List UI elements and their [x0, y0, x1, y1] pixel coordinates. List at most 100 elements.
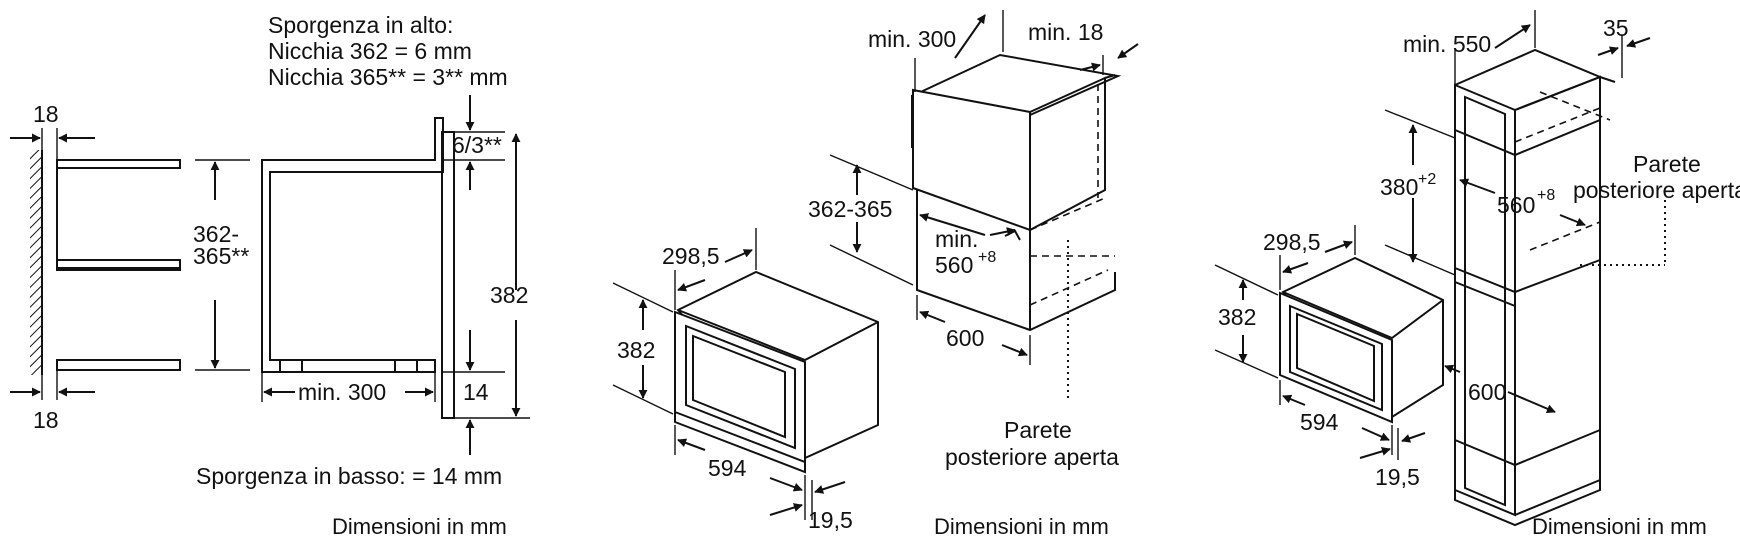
cabinet-front-panel [912, 88, 1031, 232]
oven-top-edge-p3 [1282, 291, 1444, 340]
oven-top-edge-p2 [677, 309, 879, 362]
dim-min18-arrow-right [1117, 43, 1139, 59]
dim-560-arrow-left [919, 213, 986, 236]
shelf-1 [1454, 119, 1601, 157]
bottom-overhang-text: Sporgenza in basso: = 14 mm [196, 463, 502, 489]
dim-382-ext-bottom-p3 [1214, 349, 1279, 379]
top-overhang-title: Sporgenza in alto: [268, 12, 453, 38]
caption-panel2: Dimensioni in mm [934, 514, 1109, 539]
dim-min300-label: min. 300 [298, 379, 386, 405]
dim-18-top-label: 18 [33, 101, 59, 127]
dim-380-ext-top [1384, 109, 1456, 139]
dim-35-arrow-left [1597, 46, 1619, 56]
dim-362-365-label: 362-365 [808, 196, 892, 222]
niche-middle-board [56, 259, 181, 271]
dim-min300-label-p2: min. 300 [868, 26, 956, 52]
dim-382-ext-bottom-p2 [612, 384, 674, 415]
dim-560-label-p3: 560 [1497, 192, 1535, 218]
dim-594-label-p2: 594 [708, 455, 747, 481]
dim-382-label-p2: 382 [617, 337, 655, 363]
oven-window-p3 [1296, 312, 1375, 403]
dim-600-arrow-right [1001, 344, 1028, 357]
dim-594-arrow-right-p3 [1361, 427, 1390, 441]
oven-front-panel [441, 131, 455, 419]
dim-min560-sup: +8 [978, 249, 996, 266]
oven-foot-left [279, 359, 303, 373]
oven-window-p2 [692, 334, 786, 439]
oven-front-p3 [1279, 291, 1393, 424]
cabinet-top-face [911, 53, 1122, 116]
dim-362-label-a: 362- [193, 221, 239, 247]
shelf-2 [1454, 259, 1601, 294]
top-overhang-niche-362: Nicchia 362 = 6 mm [268, 38, 472, 64]
caption-panel3: Dimensioni in mm [1532, 514, 1707, 539]
dim-594-arrow-right [769, 477, 803, 492]
panel-tall-unit: min. 550 35 380 +2 560 +8 Parete posteri… [1214, 10, 1740, 539]
dim-560-arrow-right [989, 227, 1016, 237]
dim-594-arrow-left [677, 438, 706, 451]
dim-35-arrow-right [1626, 37, 1651, 48]
dim-19-5-label-p3: 19,5 [1375, 464, 1420, 490]
panel-wall-unit: min. 300 min. 18 362-365 min. 560 +8 600… [612, 10, 1139, 539]
dim-min300-arrow [954, 14, 986, 59]
dim-19-5-label-p2: 19,5 [808, 507, 853, 533]
niche-bottom-board [56, 359, 181, 371]
dim-19-5-arrow-left-p3 [1359, 447, 1391, 459]
back-wall-line1-p3: Parete [1633, 151, 1701, 177]
tall-cabinet-edge [1599, 76, 1616, 83]
dim-14-label: 14 [463, 379, 489, 405]
dim-382-ext-top-p3 [1214, 264, 1279, 296]
dim-380-label: 380 [1380, 174, 1418, 200]
dim-min18-arrow-left [1079, 62, 1101, 72]
dim-594-arrow-left-p3 [1282, 394, 1306, 406]
dim-6-3-label: 6/3** [452, 132, 502, 158]
dim-19-5-arrow-left [769, 503, 803, 516]
dim-298-5-label-p2: 298,5 [662, 243, 720, 269]
dim-min550-label: min. 550 [1403, 31, 1491, 57]
dim-382-ext-top-p2 [612, 282, 674, 313]
dim-560-sup-p3: +8 [1537, 187, 1555, 204]
dim-362-ext-bottom-p2 [829, 244, 914, 286]
tall-cabinet-side [1514, 75, 1601, 516]
panel-section-view: Sporgenza in alto: Nicchia 362 = 6 mm Ni… [10, 12, 530, 539]
cabinet-right-side [1029, 76, 1106, 231]
back-wall-line2-p2: posteriore aperta [945, 444, 1119, 470]
dim-298-5-label-p3: 298,5 [1263, 229, 1321, 255]
dim-600-arrow-right-p3 [1507, 391, 1556, 413]
niche-top-board [56, 159, 181, 169]
niche-dashed-inner [1029, 255, 1115, 306]
top-overhang-niche-365: Nicchia 365** = 3** mm [268, 64, 508, 90]
oven-door-frame-p3 [1289, 304, 1383, 412]
dim-362-label-b: 365** [193, 243, 249, 269]
dim-298-arrow-left-p3 [1282, 262, 1309, 274]
dim-560-arrow-left-p3 [1459, 178, 1496, 194]
dim-min18-label: min. 18 [1028, 19, 1103, 45]
wall-hatching [30, 150, 42, 375]
dim-298-arrow-right-p3 [1324, 240, 1353, 253]
dim-362-ext-top-p2 [829, 154, 914, 191]
cabinet-inner-dashed [1029, 197, 1106, 231]
dim-380-sup: +2 [1418, 171, 1436, 188]
dim-18-bottom-label: 18 [33, 407, 59, 433]
dim-594-label-p3: 594 [1300, 409, 1339, 435]
dim-19-5-arrow-right-p3 [1401, 432, 1426, 443]
dim-380-ext-bottom [1384, 244, 1456, 276]
oven-door-frame-p2 [685, 324, 796, 450]
plinth [1454, 480, 1601, 527]
back-wall-line2-p3: posteriore aperta [1573, 177, 1740, 203]
back-wall-line1-p2: Parete [1004, 417, 1072, 443]
dim-298-arrow-left [677, 279, 706, 292]
niche-upper-shelf [56, 159, 180, 269]
dim-600-arrow-left [919, 310, 946, 323]
shelf-3 [1454, 429, 1601, 467]
oven-bottom-strip-p2 [674, 412, 806, 474]
dim-600-label-p2: 600 [946, 325, 984, 351]
dim-600-arrow-left-p3 [1444, 364, 1461, 374]
tall-cabinet-inner [1464, 95, 1506, 507]
dim-min550-arrow [1494, 24, 1531, 49]
cabinet-edge [1104, 74, 1116, 79]
dim-min560-label-b: 560 [935, 252, 973, 278]
dim-19-5-arrow-right [814, 481, 846, 494]
caption-panel1: Dimensioni in mm [332, 514, 507, 539]
